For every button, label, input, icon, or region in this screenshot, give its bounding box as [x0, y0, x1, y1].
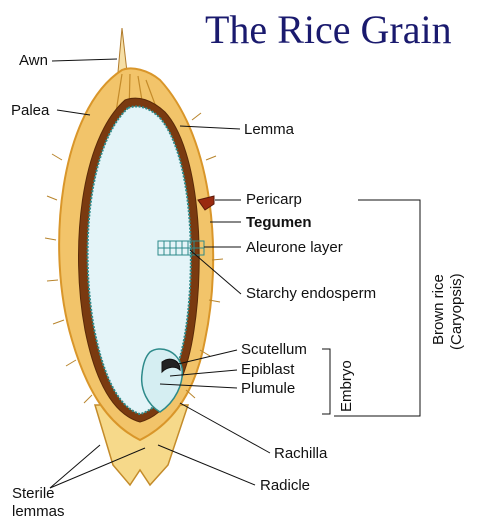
label-awn: Awn — [19, 52, 48, 70]
label-starchy-endosperm: Starchy endosperm — [246, 285, 376, 303]
label-lemmas: lemmas — [12, 503, 65, 521]
embryo-bracket — [322, 349, 330, 414]
label-brown-rice: Brown rice — [430, 274, 448, 345]
label-rachilla: Rachilla — [274, 445, 327, 463]
label-radicle: Radicle — [260, 477, 310, 495]
label-palea: Palea — [11, 102, 49, 120]
label-scutellum: Scutellum — [241, 341, 307, 359]
label-caryopsis: (Caryopsis) — [448, 273, 466, 350]
label-embryo: Embryo — [338, 360, 356, 412]
page-title: The Rice Grain — [205, 6, 452, 53]
label-tegumen: Tegumen — [246, 214, 312, 232]
label-sterile: Sterile — [12, 485, 55, 503]
label-pericarp: Pericarp — [246, 191, 302, 209]
label-aleurone-layer: Aleurone layer — [246, 239, 343, 257]
label-lemma: Lemma — [244, 121, 294, 139]
label-epiblast: Epiblast — [241, 361, 294, 379]
label-plumule: Plumule — [241, 380, 295, 398]
awn-shape — [118, 28, 127, 72]
